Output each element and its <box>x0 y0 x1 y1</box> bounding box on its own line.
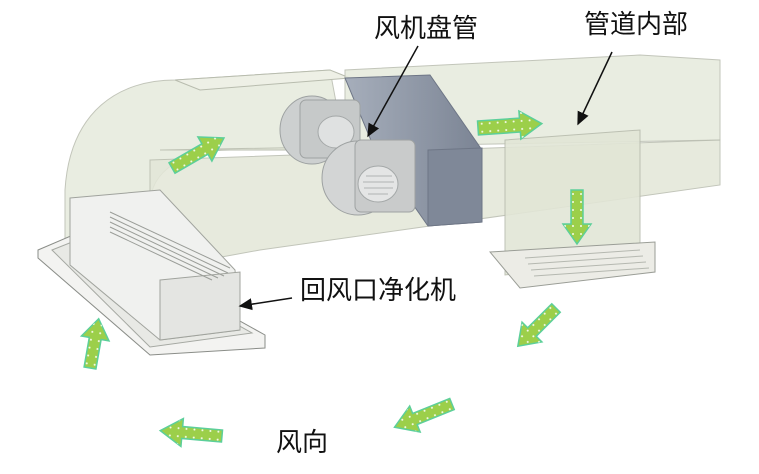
purifier-grille <box>109 211 231 281</box>
fan-housing-2 <box>321 139 416 216</box>
label-duct-interior: 管道内部 <box>584 10 689 40</box>
flow-arrow-icon <box>393 397 456 433</box>
fan-coil-unit <box>279 74 483 227</box>
flow-arrow-icon <box>516 302 562 348</box>
label-wind-direction: 风向 <box>276 428 329 458</box>
flow-arrows <box>79 109 593 448</box>
leader-lines <box>238 45 613 311</box>
purifier-body-side <box>159 271 241 341</box>
flow-arrow-icon <box>167 136 226 175</box>
flow-arrow-icon <box>158 417 224 448</box>
supply-diffuser <box>488 241 656 289</box>
supply-diffuser-slats <box>524 249 650 277</box>
label-return-air-purifier: 回风口净化机 <box>300 276 457 306</box>
coil-block-front <box>427 147 483 227</box>
leader-line-duct-interior <box>577 51 613 126</box>
flow-arrow-icon <box>476 109 544 141</box>
leader-line-fan-coil <box>367 45 419 138</box>
flow-arrow-icon <box>561 189 593 246</box>
flow-arrow-icon <box>79 317 111 370</box>
leader-line-purifier <box>238 297 293 311</box>
return-air-purifier <box>37 189 266 356</box>
label-fan-coil: 风机盘管 <box>374 14 479 44</box>
